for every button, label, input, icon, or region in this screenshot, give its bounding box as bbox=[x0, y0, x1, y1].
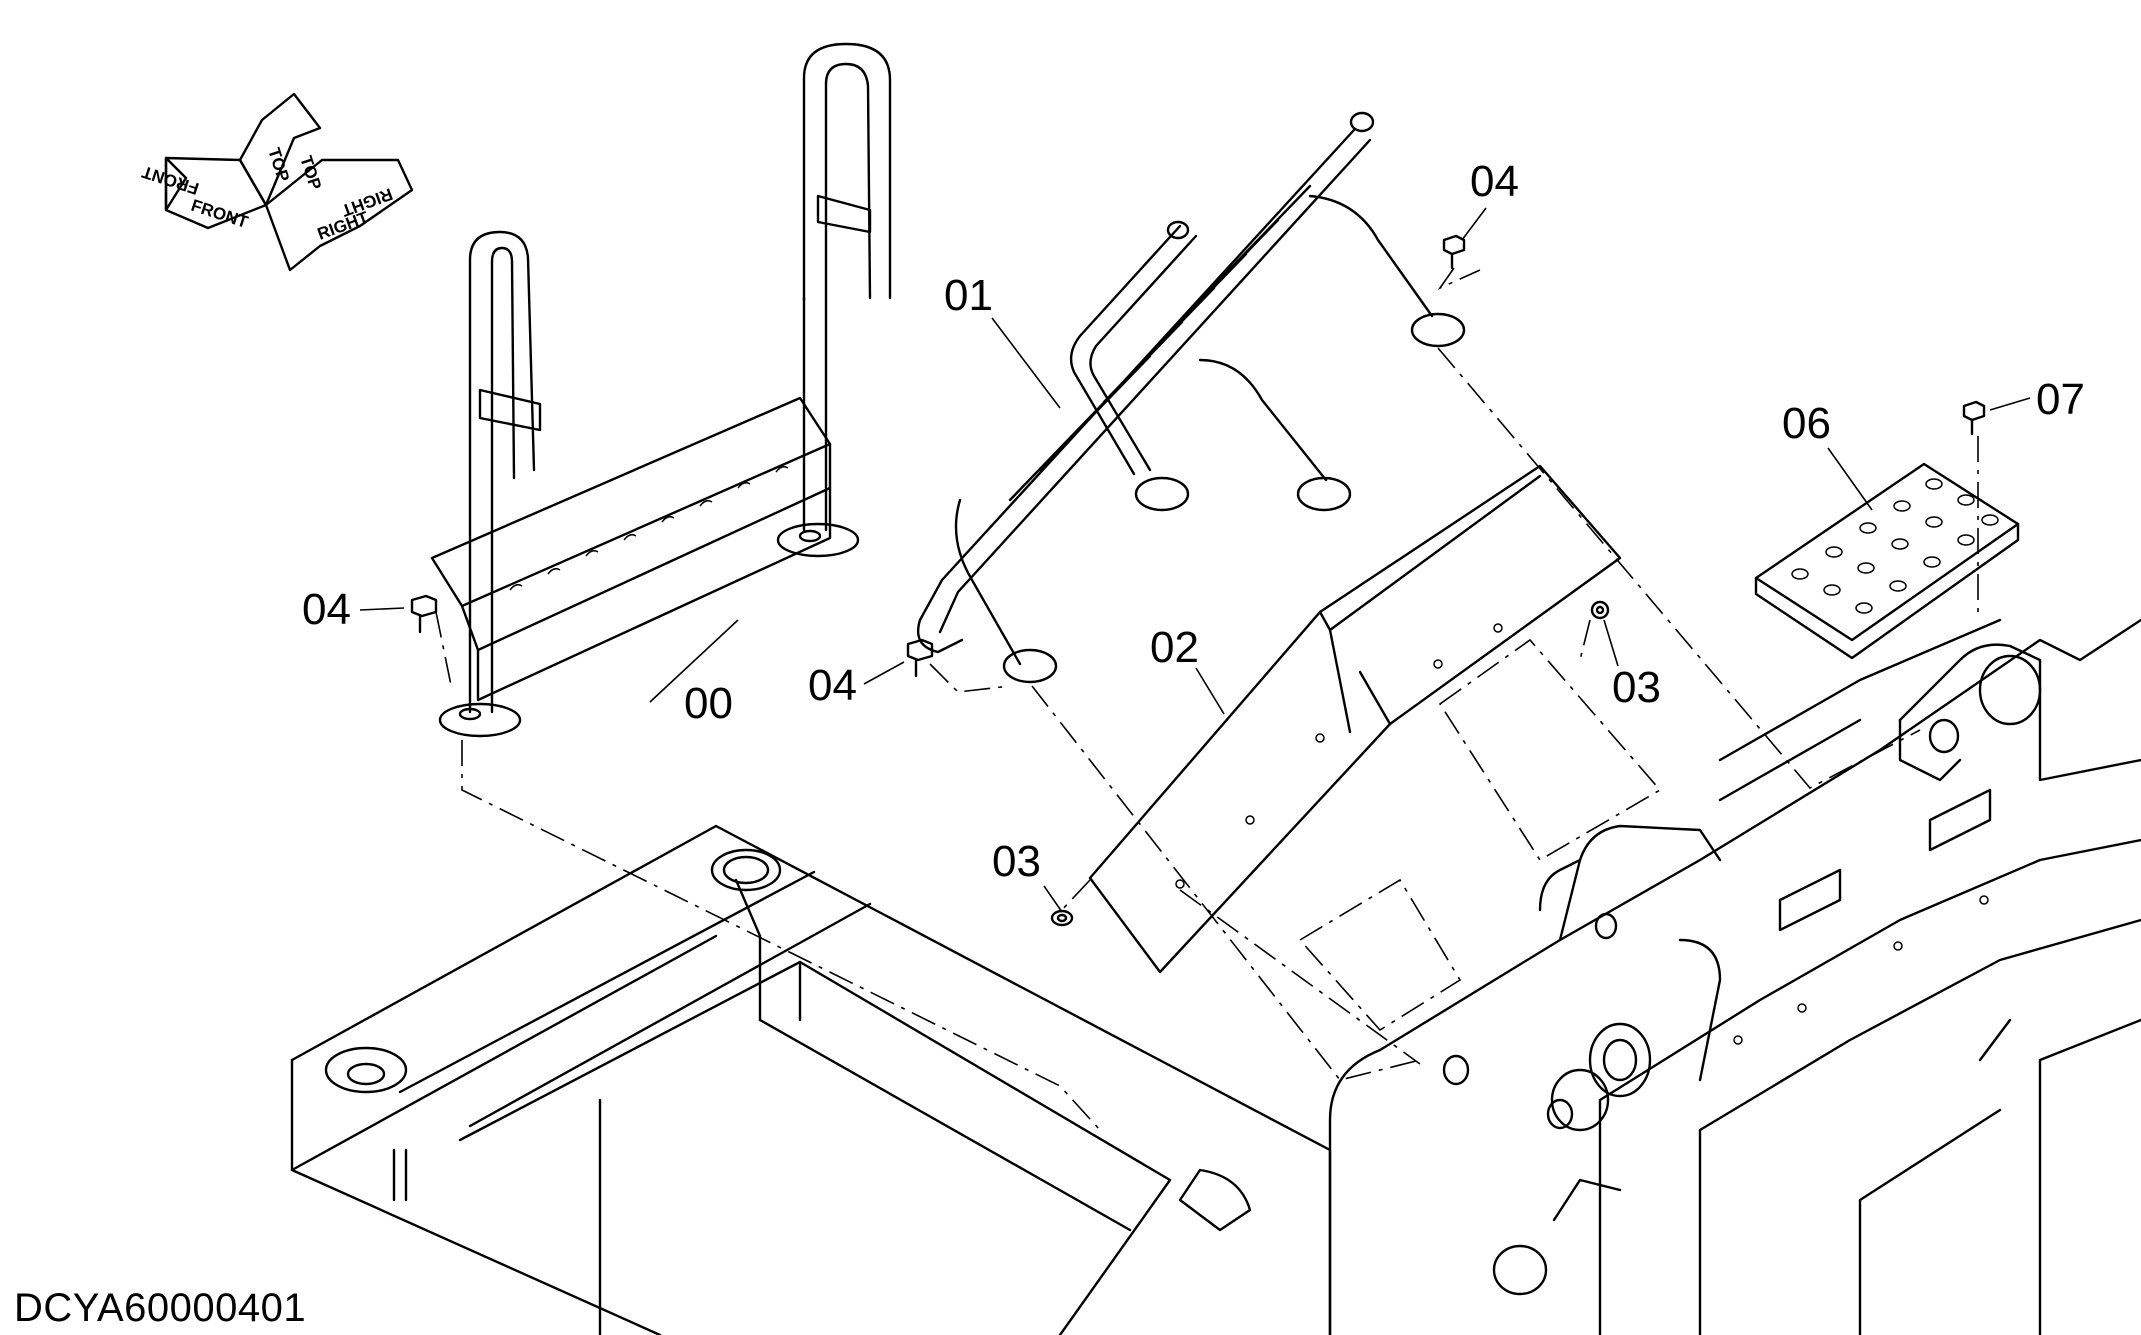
part-01-ladder bbox=[916, 111, 1466, 684]
main-frame bbox=[290, 824, 1332, 1335]
callout-06: 06 bbox=[1782, 399, 1831, 448]
callout-04-top: 04 bbox=[1470, 157, 1519, 206]
orientation-arrows-icon: FRONT FRONT TOP TOP RIGHT RIGHT bbox=[139, 92, 414, 272]
phantom-lines bbox=[435, 267, 1979, 1131]
front-label: FRONT bbox=[189, 196, 251, 232]
part-02-cover-plate bbox=[1088, 464, 1622, 974]
top-label-2: TOP bbox=[296, 153, 325, 192]
callout-04-left: 04 bbox=[302, 585, 351, 634]
front-label-mirror: FRONT bbox=[139, 162, 201, 198]
callout-04-middle: 04 bbox=[808, 661, 857, 710]
drawing-code: DCYA60000401 bbox=[14, 1286, 307, 1330]
part-06-anti-slip-pad bbox=[1754, 462, 2020, 660]
callout-03-left: 03 bbox=[992, 837, 1041, 886]
callout-03-right: 03 bbox=[1612, 663, 1661, 712]
callout-07: 07 bbox=[2036, 375, 2085, 424]
callouts: 00 01 02 03 03 04 04 04 06 07 bbox=[302, 157, 2085, 913]
part-00-step-handrail bbox=[430, 42, 892, 738]
callout-01: 01 bbox=[944, 271, 993, 320]
callout-00: 00 bbox=[684, 679, 733, 728]
boom-assembly bbox=[1328, 618, 2141, 1335]
bolt-icons bbox=[410, 234, 1986, 927]
callout-02: 02 bbox=[1150, 623, 1199, 672]
